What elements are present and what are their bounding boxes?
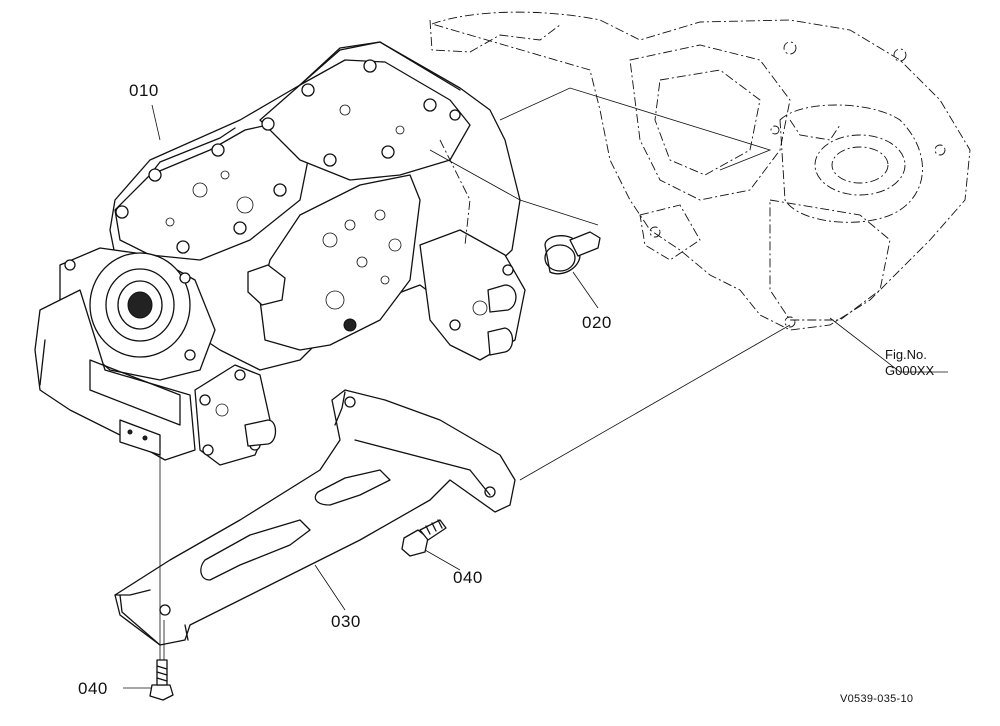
drawing-number: V0539-035-10 <box>840 693 914 705</box>
bolt-heads <box>115 59 461 254</box>
plug-part-020 <box>544 231 601 275</box>
assembly-lines <box>159 87 791 660</box>
callout-030: 030 <box>331 612 361 631</box>
bolt-part-040-lower <box>149 659 174 701</box>
figure-reference: Fig.No. G000XX <box>885 347 934 380</box>
bolt-part-040-upper <box>401 519 447 557</box>
callout-010: 010 <box>129 81 159 100</box>
leader-lines <box>123 104 948 689</box>
transmission-housing-phantom <box>429 11 971 331</box>
callout-040-upper: 040 <box>453 568 483 587</box>
callout-020: 020 <box>582 313 612 332</box>
figure-reference-label: Fig.No. <box>885 347 927 362</box>
figure-reference-number: G000XX <box>885 363 935 379</box>
hydraulic-pump-assembly <box>34 41 526 466</box>
callout-040-lower: 040 <box>78 679 108 698</box>
mounting-bracket-030 <box>114 389 516 646</box>
